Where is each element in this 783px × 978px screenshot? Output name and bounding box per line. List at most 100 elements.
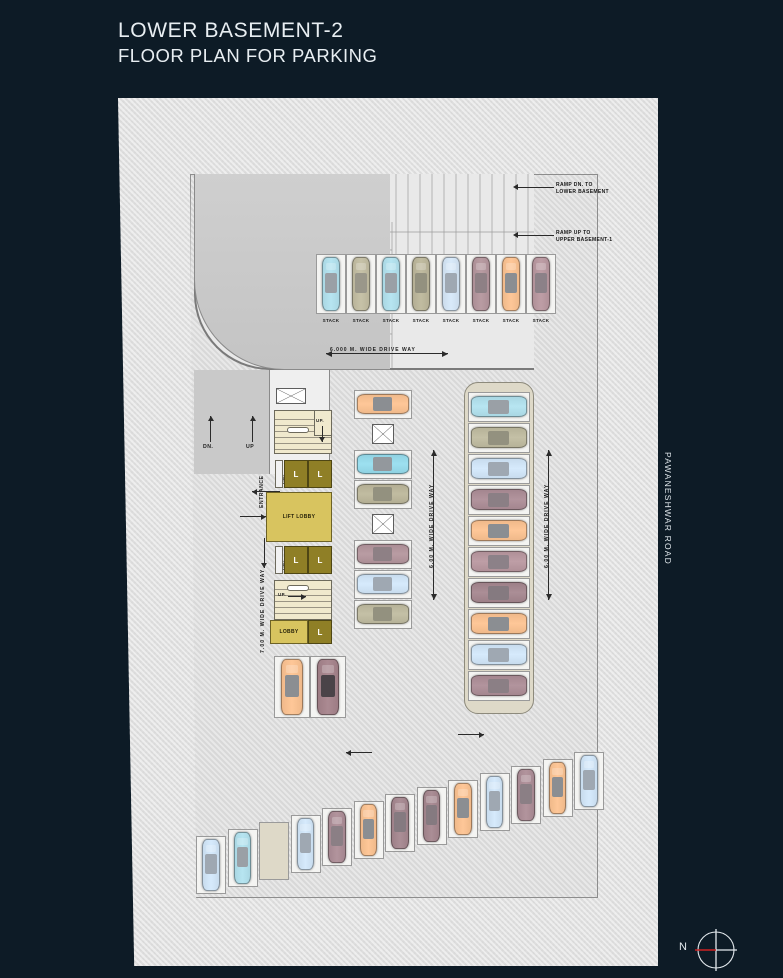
dim-arrow-up-icon (430, 450, 437, 456)
parking-bay[interactable] (354, 480, 412, 509)
parking-bay[interactable] (468, 454, 530, 484)
parking-bay[interactable] (468, 392, 530, 422)
parking-bay[interactable] (196, 836, 226, 894)
parking-bay[interactable] (354, 450, 412, 479)
car-roof (475, 272, 487, 294)
car (471, 396, 527, 418)
floor-plan-sheet: RAMP DN. TO LOWER BASEMENT RAMP UP TO UP… (118, 98, 658, 966)
stack-label: STACK (472, 318, 490, 323)
car (471, 458, 527, 480)
parking-bay[interactable] (468, 671, 530, 701)
parking-bay[interactable] (322, 808, 352, 866)
parking-bay[interactable] (542, 759, 573, 817)
parking-bay[interactable] (354, 600, 412, 629)
car-roof (325, 272, 337, 294)
car-roof (320, 675, 336, 697)
lift-1: L (284, 460, 308, 488)
car-roof (488, 647, 509, 662)
car (381, 257, 401, 311)
parking-bay[interactable] (468, 516, 530, 546)
car-roof (385, 272, 397, 294)
callout-leader (518, 187, 554, 188)
car (471, 644, 527, 666)
lift-label: L (293, 555, 299, 565)
car-windshield (363, 809, 374, 817)
car (454, 783, 472, 835)
building-core: UP. L L F.D. LIFT LOBBY L L F.D. (240, 388, 346, 716)
car-windshield (321, 665, 335, 673)
fire-door-1 (275, 460, 283, 488)
dim-top-driveway-line (326, 350, 448, 357)
compass-north-label: N (679, 941, 687, 953)
car (357, 544, 409, 565)
compass-icon (695, 929, 737, 971)
parking-bay[interactable] (354, 390, 412, 419)
lobby: LOBBY (270, 620, 308, 644)
entrance-arrow-icon (252, 488, 280, 495)
parking-bay[interactable] (468, 609, 530, 639)
parking-bay[interactable] (416, 787, 447, 845)
car-roof (488, 492, 509, 507)
lobby-label: LOBBY (279, 628, 299, 635)
car-roof (373, 487, 392, 502)
car (357, 394, 409, 415)
car-roof (236, 847, 249, 867)
car-roof (445, 272, 457, 294)
parking-bay[interactable] (468, 547, 530, 577)
parking-bay-empty[interactable] (259, 822, 289, 880)
car-roof (394, 812, 406, 832)
car (202, 839, 220, 891)
parking-bay[interactable] (346, 254, 376, 314)
parking-bay[interactable] (574, 752, 604, 810)
parking-bay[interactable] (511, 766, 541, 824)
parking-bay[interactable] (376, 254, 406, 314)
title-line-1: LOWER BASEMENT-2 (118, 19, 344, 42)
car (411, 257, 431, 311)
parking-bay[interactable] (496, 254, 526, 314)
parking-bay[interactable] (316, 254, 346, 314)
parking-bay[interactable] (354, 540, 412, 569)
car-roof (520, 784, 532, 804)
parking-bay[interactable] (406, 254, 436, 314)
car (357, 454, 409, 475)
lift-label: L (317, 627, 323, 637)
car (517, 769, 535, 821)
parking-bay[interactable] (526, 254, 556, 314)
car-roof (284, 675, 300, 697)
car-roof (415, 272, 427, 294)
parking-bay[interactable] (468, 485, 530, 515)
dim-arrow-up-icon (545, 450, 552, 456)
dim-right-driveway-label: 6.00 M. WIDE DRIVE WAY (544, 483, 550, 568)
car-roof (488, 791, 501, 811)
down-label: DN. (203, 444, 214, 450)
parking-bay[interactable] (448, 780, 478, 838)
parking-bay[interactable] (436, 254, 466, 314)
parking-bay[interactable] (227, 829, 258, 887)
parking-bay[interactable] (479, 773, 510, 831)
parking-bay[interactable] (468, 578, 530, 608)
parking-bay[interactable] (468, 423, 530, 453)
stack-label: STACK (502, 318, 520, 323)
parking-bay[interactable] (466, 254, 496, 314)
parking-bay[interactable] (353, 801, 384, 859)
parking-bay[interactable] (354, 570, 412, 599)
parking-bay[interactable] (290, 815, 321, 873)
parking-bay[interactable] (468, 640, 530, 670)
parking-bay[interactable] (310, 656, 346, 718)
car-roof (488, 399, 509, 414)
parking-bay[interactable] (274, 656, 310, 718)
north-compass: N (679, 927, 739, 973)
left-driveway-arrow-icon (264, 538, 265, 568)
lift-4: L (308, 546, 332, 574)
car-roof (373, 577, 392, 592)
car-windshield (457, 788, 469, 796)
dim-left-driveway-label: 7.00 M. WIDE DRIVE WAY (260, 568, 266, 653)
car-windshield (394, 802, 406, 810)
car (580, 755, 598, 807)
lift-3: L (284, 546, 308, 574)
car (357, 604, 409, 625)
car (233, 832, 252, 884)
parking-bay[interactable] (385, 794, 415, 852)
car-roof (331, 826, 343, 846)
car-windshield (300, 823, 311, 831)
